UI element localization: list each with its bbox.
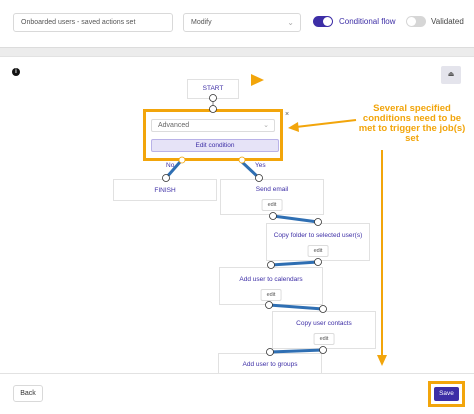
conditional-flow-label: Conditional flow xyxy=(339,17,396,26)
step-send-email[interactable]: Send email edit xyxy=(220,179,324,215)
step-add-user-calendars[interactable]: Add user to calendars edit xyxy=(219,267,323,305)
condition-type-select[interactable]: Advanced ⌄ xyxy=(151,119,275,132)
port-finish-in xyxy=(162,174,170,182)
step-copy-folder[interactable]: Copy folder to selected user(s) edit xyxy=(266,223,370,261)
flow-canvas[interactable]: i ⏏ START Advanced ⌄ Edit condition × No… xyxy=(0,56,474,374)
save-highlight: Save xyxy=(428,381,465,407)
step-title: Add user to groups xyxy=(242,361,298,368)
actions-set-name-value: Onboarded users - saved actions set xyxy=(21,19,136,26)
port-condition-no xyxy=(178,156,186,164)
condition-node[interactable]: Advanced ⌄ Edit condition xyxy=(143,109,283,161)
start-node-label: START xyxy=(202,85,224,92)
mode-select[interactable]: Modify ⌄ xyxy=(183,13,301,32)
back-button[interactable]: Back xyxy=(13,385,43,402)
port-groups-in xyxy=(266,348,274,356)
conditional-flow-toggle[interactable] xyxy=(313,16,333,27)
mode-select-value: Modify xyxy=(191,19,212,26)
actions-set-name-field[interactable]: Onboarded users - saved actions set xyxy=(13,13,173,32)
close-icon[interactable]: × xyxy=(285,111,290,118)
bottom-bar: Back Save xyxy=(0,374,474,414)
port-contacts-out xyxy=(319,346,327,354)
step-title: Copy folder to selected user(s) xyxy=(273,232,363,239)
toggle-knob xyxy=(407,17,416,26)
port-send-email-in xyxy=(255,174,263,182)
finish-node-label: FINISH xyxy=(154,187,176,194)
callout-text: Several specified conditions need to be … xyxy=(358,103,466,144)
chevron-down-icon: ⌄ xyxy=(287,18,294,27)
step-title: Send email xyxy=(255,186,289,193)
save-button[interactable]: Save xyxy=(434,387,459,401)
play-arrow-icon xyxy=(251,74,264,86)
branch-yes-label: Yes xyxy=(255,162,266,169)
connector-step-4 xyxy=(268,348,325,354)
condition-type-value: Advanced xyxy=(158,122,190,129)
edit-step-button[interactable]: edit xyxy=(261,199,283,211)
fit-view-icon: ⏏ xyxy=(447,71,455,78)
chevron-down-icon: ⌄ xyxy=(263,122,269,129)
port-start-out xyxy=(209,94,217,102)
validated-label: Validated xyxy=(431,17,464,26)
port-contacts-in xyxy=(319,305,327,313)
port-condition-yes xyxy=(238,156,246,164)
connector-step-1 xyxy=(271,214,320,224)
edit-step-button[interactable]: edit xyxy=(307,245,329,257)
edit-condition-button[interactable]: Edit condition xyxy=(151,139,279,152)
connector-step-2 xyxy=(269,260,320,267)
validated-toggle[interactable] xyxy=(406,16,426,27)
toggle-knob xyxy=(323,17,332,26)
port-send-email-out xyxy=(269,212,277,220)
info-icon[interactable]: i xyxy=(12,68,20,76)
port-calendars-out xyxy=(265,301,273,309)
step-title: Add user to calendars xyxy=(239,276,303,283)
edit-step-button[interactable]: edit xyxy=(260,289,282,301)
branch-no-label: No xyxy=(166,162,175,169)
edit-step-button[interactable]: edit xyxy=(313,333,335,345)
fit-view-button[interactable]: ⏏ xyxy=(441,66,461,84)
port-calendars-in xyxy=(267,261,275,269)
port-copy-folder-out xyxy=(314,258,322,266)
top-bar: Onboarded users - saved actions set Modi… xyxy=(0,0,474,48)
port-copy-folder-in xyxy=(314,218,322,226)
step-title: Copy user contacts xyxy=(296,320,352,327)
connector-step-3 xyxy=(267,303,325,311)
arrow-icon xyxy=(295,119,357,128)
port-condition-in xyxy=(209,105,217,113)
